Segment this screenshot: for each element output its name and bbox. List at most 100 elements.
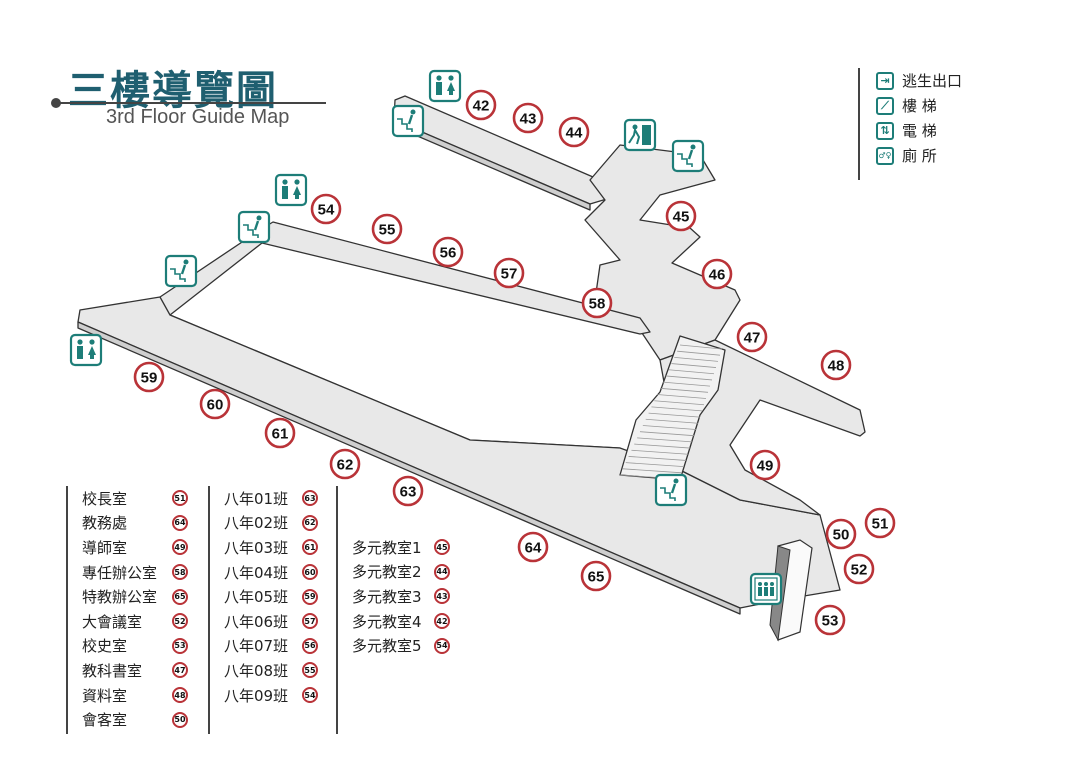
directory-row: 八年07班 56 bbox=[224, 634, 318, 659]
room-badge-54: 54 bbox=[310, 193, 342, 225]
room-badge-65: 65 bbox=[580, 560, 612, 592]
stairs-icon bbox=[654, 473, 688, 507]
room-number-badge: 53 bbox=[172, 637, 188, 654]
room-badge-45: 45 bbox=[665, 200, 697, 232]
room-name: 校長室 bbox=[82, 489, 128, 508]
room-badge-46: 46 bbox=[701, 258, 733, 290]
exit-icon bbox=[623, 118, 657, 152]
room-badge-56: 56 bbox=[432, 236, 464, 268]
room-badge-47: 47 bbox=[736, 321, 768, 353]
stairs-icon: ⟋ bbox=[876, 96, 894, 115]
room-number-badge: 61 bbox=[302, 539, 318, 556]
room-name: 八年07班 bbox=[224, 637, 289, 656]
room-name: 八年06班 bbox=[224, 612, 289, 631]
room-badge-52: 52 bbox=[843, 553, 875, 585]
room-number-badge: 65 bbox=[172, 588, 188, 605]
floor-corridors bbox=[77, 95, 866, 615]
room-badge-59: 59 bbox=[133, 361, 165, 393]
room-badge-62: 62 bbox=[329, 448, 361, 480]
elevator-icon bbox=[749, 572, 783, 606]
legend-label: 樓 梯 bbox=[902, 97, 937, 115]
room-name: 校史室 bbox=[82, 637, 128, 656]
room-number-badge: 55 bbox=[302, 662, 318, 679]
stairs-icon bbox=[671, 139, 705, 173]
room-number-badge: 63 bbox=[302, 490, 318, 507]
room-number: 47 bbox=[744, 330, 761, 347]
room-number: 42 bbox=[473, 98, 490, 115]
room-number-badge: 56 bbox=[302, 637, 318, 654]
room-number-badge: 42 bbox=[434, 613, 450, 630]
title-underline bbox=[56, 102, 326, 104]
room-badge-58: 58 bbox=[581, 287, 613, 319]
restroom-icon bbox=[274, 173, 308, 207]
room-badge-63: 63 bbox=[392, 475, 424, 507]
room-badge-50: 50 bbox=[825, 518, 857, 550]
restroom-icon bbox=[69, 333, 103, 367]
emergency-exit-icon: ⇥ bbox=[876, 71, 894, 90]
room-number: 60 bbox=[207, 397, 224, 414]
directory-row: 特教辦公室 65 bbox=[82, 584, 188, 609]
room-badge-64: 64 bbox=[517, 531, 549, 563]
room-number-badge: 52 bbox=[172, 613, 188, 630]
room-number: 63 bbox=[400, 484, 417, 501]
room-name: 特教辦公室 bbox=[82, 588, 158, 607]
directory-row: 導師室 49 bbox=[82, 535, 188, 560]
room-badge-42: 42 bbox=[465, 89, 497, 121]
room-badge-48: 48 bbox=[820, 349, 852, 381]
room-badge-57: 57 bbox=[493, 257, 525, 289]
room-number-badge: 49 bbox=[172, 539, 188, 556]
facility-icons bbox=[69, 69, 783, 606]
room-number: 52 bbox=[851, 562, 868, 579]
directory-row: 校長室 51 bbox=[82, 486, 188, 511]
room-name: 八年05班 bbox=[224, 588, 289, 607]
room-name: 導師室 bbox=[82, 538, 128, 557]
room-number-badge: 50 bbox=[172, 711, 188, 728]
room-badge-61: 61 bbox=[264, 417, 296, 449]
room-number: 56 bbox=[440, 245, 457, 262]
room-number: 50 bbox=[833, 527, 850, 544]
page-subtitle: 3rd Floor Guide Map bbox=[106, 106, 290, 128]
room-number: 45 bbox=[673, 209, 690, 226]
room-number: 57 bbox=[501, 266, 518, 283]
room-number: 53 bbox=[822, 613, 839, 630]
room-number-badge: 47 bbox=[172, 662, 188, 679]
room-badges: 42 43 44 45 46 47 48 49 50 51 52 53 54 55 56 57 58 59 60 61… bbox=[133, 89, 896, 636]
corridor-top bbox=[393, 95, 611, 205]
room-badge-60: 60 bbox=[199, 388, 231, 420]
room-badge-53: 53 bbox=[814, 604, 846, 636]
room-name: 大會議室 bbox=[82, 612, 143, 631]
room-number: 65 bbox=[588, 569, 605, 586]
room-name: 八年04班 bbox=[224, 563, 289, 582]
directory-row: 八年06班 57 bbox=[224, 609, 318, 634]
room-number-badge: 58 bbox=[172, 564, 188, 581]
room-name: 多元教室2 bbox=[352, 563, 422, 582]
room-number: 44 bbox=[566, 125, 583, 142]
room-name: 多元教室3 bbox=[352, 587, 422, 606]
room-badge-51: 51 bbox=[864, 507, 896, 539]
room-number: 48 bbox=[828, 358, 845, 375]
room-number-badge: 43 bbox=[434, 588, 450, 605]
restroom-icon: ♂♀ bbox=[876, 146, 894, 165]
stairs-icon bbox=[237, 210, 271, 244]
room-name: 八年08班 bbox=[224, 661, 289, 680]
corridor-lower-edge bbox=[77, 321, 741, 615]
room-number-badge: 44 bbox=[434, 563, 450, 580]
room-number: 55 bbox=[379, 222, 396, 239]
room-number-badge: 54 bbox=[434, 637, 450, 654]
room-badge-55: 55 bbox=[371, 213, 403, 245]
stairs-icon bbox=[391, 104, 425, 138]
legend-label: 廁 所 bbox=[902, 147, 937, 165]
room-name: 資料室 bbox=[82, 686, 128, 705]
room-number: 46 bbox=[709, 267, 726, 284]
room-number-badge: 51 bbox=[172, 490, 188, 507]
room-number-badge: 57 bbox=[302, 613, 318, 630]
